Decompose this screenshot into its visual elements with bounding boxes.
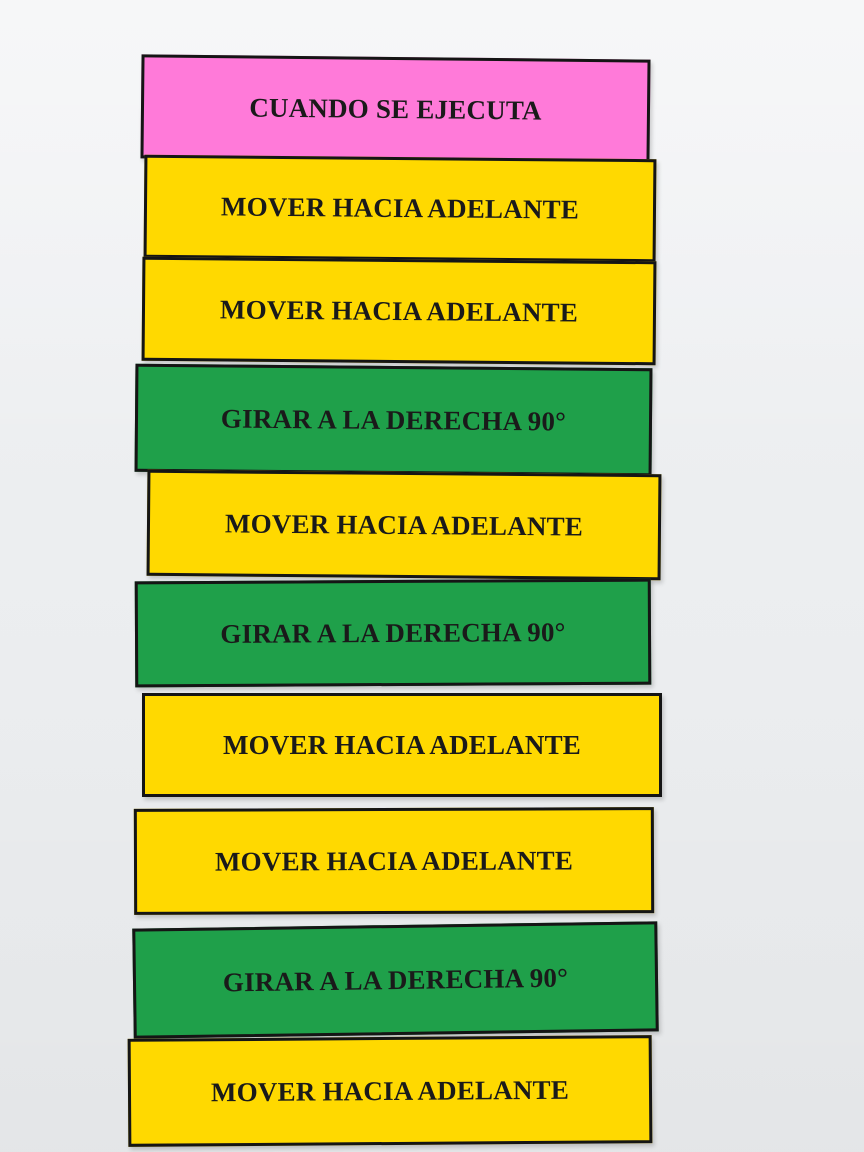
card-mover-hacia-adelante: MOVER HACIA ADELANTE xyxy=(143,154,657,263)
card-cuando-se-ejecuta: CUANDO SE EJECUTA xyxy=(140,54,651,164)
card-label: GIRAR A LA DERECHA 90° xyxy=(220,616,566,649)
card-label: CUANDO SE EJECUTA xyxy=(249,91,542,126)
card-mover-hacia-adelante: MOVER HACIA ADELANTE xyxy=(127,1035,653,1147)
card-label: MOVER HACIA ADELANTE xyxy=(210,1074,570,1107)
card-mover-hacia-adelante: MOVER HACIA ADELANTE xyxy=(146,469,662,581)
card-label: GIRAR A LA DERECHA 90° xyxy=(220,402,567,437)
card-mover-hacia-adelante: MOVER HACIA ADELANTE xyxy=(142,693,662,797)
card-label: MOVER HACIA ADELANTE xyxy=(222,729,582,760)
card-label: MOVER HACIA ADELANTE xyxy=(220,191,580,225)
card-girar-a-la-derecha: GIRAR A LA DERECHA 90° xyxy=(134,578,652,688)
card-girar-a-la-derecha: GIRAR A LA DERECHA 90° xyxy=(132,921,659,1039)
card-label: GIRAR A LA DERECHA 90° xyxy=(222,962,569,997)
card-label: MOVER HACIA ADELANTE xyxy=(214,844,574,877)
card-label: MOVER HACIA ADELANTE xyxy=(219,293,579,328)
card-label: MOVER HACIA ADELANTE xyxy=(224,507,584,542)
card-girar-a-la-derecha: GIRAR A LA DERECHA 90° xyxy=(134,363,653,477)
card-mover-hacia-adelante: MOVER HACIA ADELANTE xyxy=(141,256,657,366)
card-mover-hacia-adelante: MOVER HACIA ADELANTE xyxy=(133,807,655,915)
